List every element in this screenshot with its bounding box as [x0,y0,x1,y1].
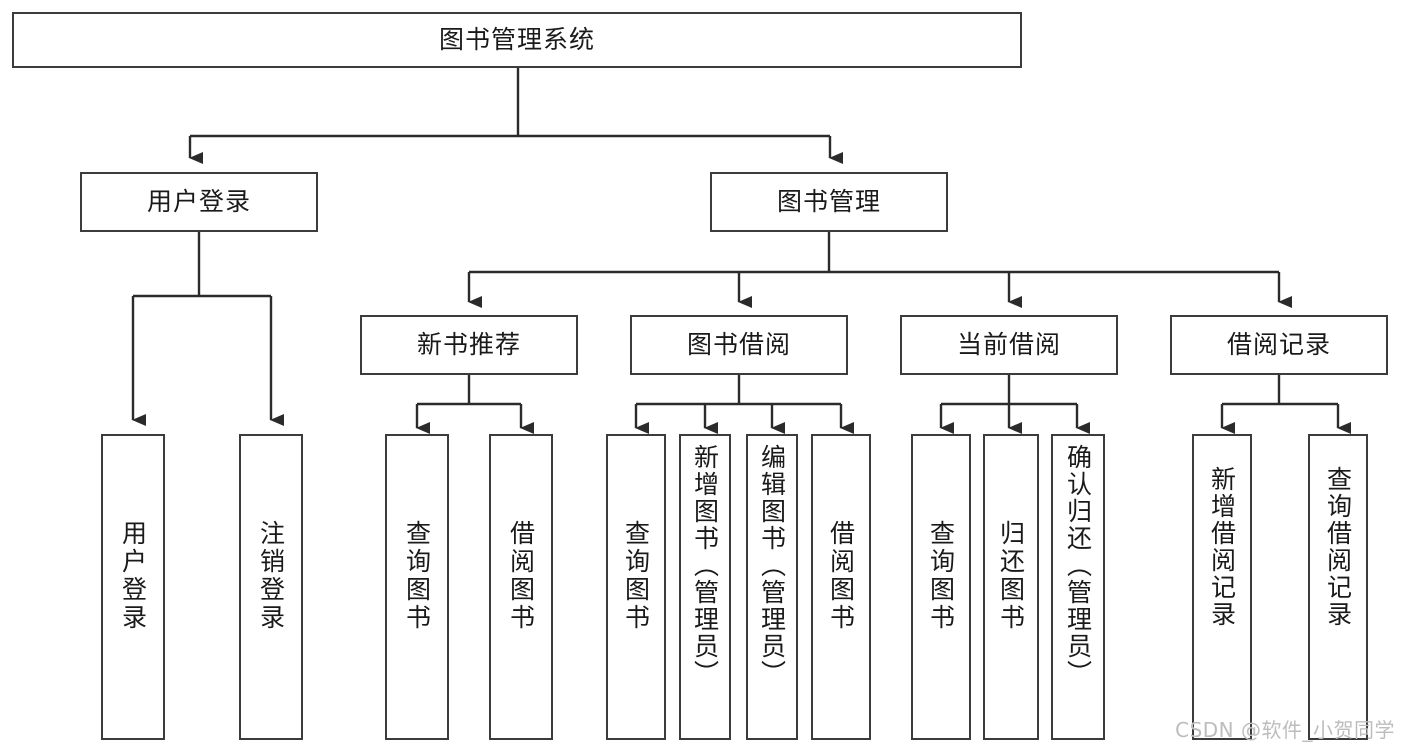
node-leaf-logout-label: 注销登录 [256,520,286,632]
node-leaf-edit-book[interactable]: 编辑图书（管理员） [746,434,798,740]
node-leaf-query-book-1-label: 查询图书 [402,520,432,632]
node-current-borrow[interactable]: 当前借阅 [900,315,1118,375]
node-borrow-record-label: 借阅记录 [1226,330,1331,359]
node-leaf-query-record[interactable]: 查询借阅记录 [1308,434,1368,740]
node-book-manage[interactable]: 图书管理 [710,172,948,232]
node-current-borrow-label: 当前借阅 [956,330,1061,359]
node-leaf-query-book-2-label: 查询图书 [621,520,651,632]
node-leaf-borrow-book-2[interactable]: 借阅图书 [811,434,871,740]
node-user-login[interactable]: 用户登录 [80,172,318,232]
node-leaf-logout[interactable]: 注销登录 [239,434,303,740]
node-leaf-confirm-return[interactable]: 确认归还（管理员） [1051,434,1105,740]
node-leaf-return-book[interactable]: 归还图书 [983,434,1039,740]
node-leaf-add-book[interactable]: 新增图书（管理员） [679,434,731,740]
node-new-book-recommend-label: 新书推荐 [416,330,521,359]
node-leaf-query-book-3[interactable]: 查询图书 [911,434,971,740]
node-leaf-edit-book-label: 编辑图书（管理员） [757,444,787,687]
node-book-borrow-label: 图书借阅 [686,330,791,359]
node-leaf-query-book-1[interactable]: 查询图书 [385,434,449,740]
node-leaf-query-book-3-label: 查询图书 [926,520,956,632]
node-leaf-return-book-label: 归还图书 [996,520,1026,632]
csdn-watermark: CSDN @软件_小贺同学 [1175,718,1395,742]
node-root[interactable]: 图书管理系统 [12,12,1022,68]
node-leaf-add-book-label: 新增图书（管理员） [690,444,720,687]
node-leaf-user-login-label: 用户登录 [118,520,148,632]
node-borrow-record[interactable]: 借阅记录 [1170,315,1388,375]
node-leaf-query-book-2[interactable]: 查询图书 [606,434,666,740]
node-leaf-borrow-book-2-label: 借阅图书 [826,520,856,632]
node-root-label: 图书管理系统 [438,25,595,54]
node-user-login-label: 用户登录 [146,187,251,216]
node-leaf-confirm-return-label: 确认归还（管理员） [1063,444,1093,687]
node-leaf-borrow-book-1-label: 借阅图书 [506,520,536,632]
node-book-manage-label: 图书管理 [776,187,881,216]
node-new-book-recommend[interactable]: 新书推荐 [360,315,578,375]
node-leaf-add-record-label: 新增借阅记录 [1207,466,1237,628]
node-book-borrow[interactable]: 图书借阅 [630,315,848,375]
node-leaf-query-record-label: 查询借阅记录 [1323,466,1353,628]
node-leaf-user-login[interactable]: 用户登录 [101,434,165,740]
node-leaf-borrow-book-1[interactable]: 借阅图书 [489,434,553,740]
node-leaf-add-record[interactable]: 新增借阅记录 [1192,434,1252,740]
